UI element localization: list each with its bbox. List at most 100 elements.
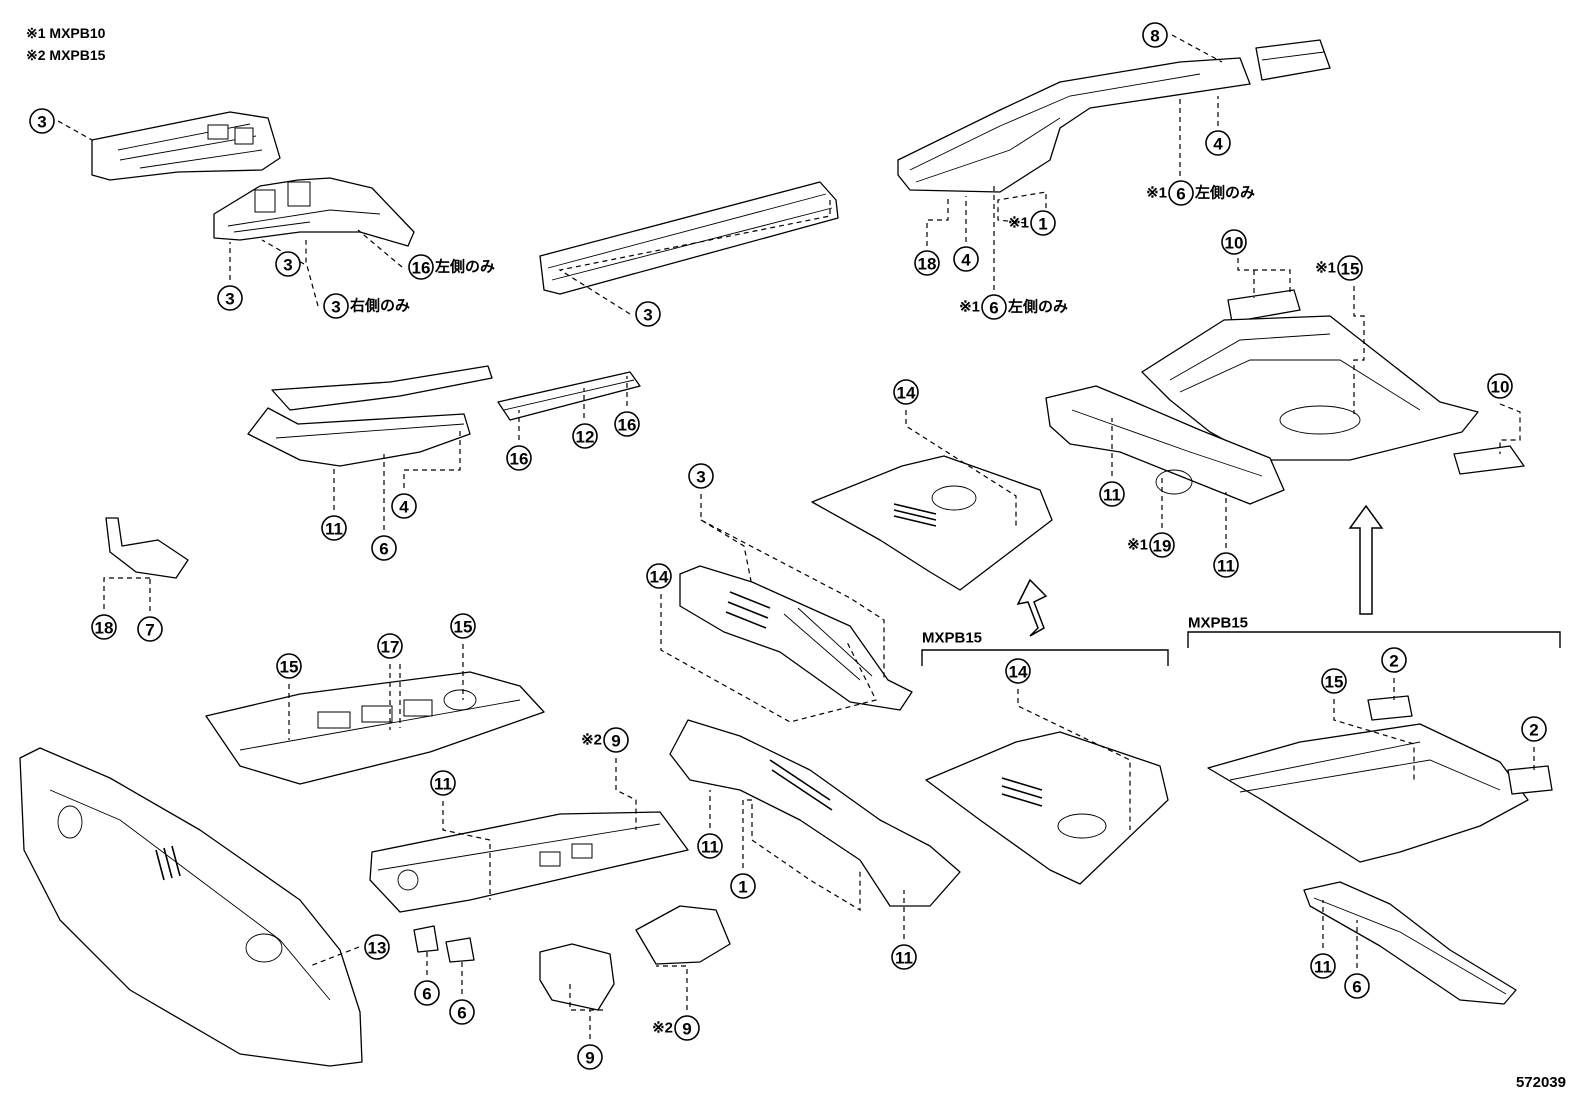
- callout-3: 3: [635, 301, 661, 327]
- figure-number: 572039: [1515, 1074, 1566, 1091]
- callout-number: 3: [696, 468, 705, 487]
- callout-circle: [217, 285, 243, 311]
- callout-4: 4: [391, 493, 417, 519]
- callout-circle: [697, 833, 723, 859]
- callout-number: 4: [961, 251, 971, 270]
- callout-16: 16: [614, 411, 640, 437]
- callout-number: 15: [1341, 260, 1360, 279]
- callout-suffix: 左側のみ: [1194, 184, 1255, 202]
- callout-circle: [981, 294, 1007, 320]
- variant-legend: ※1 MXPB10 ※2 MXPB15: [26, 22, 105, 66]
- callout-14: 14: [646, 563, 672, 589]
- callout-circle: [953, 246, 979, 272]
- callout-circle: [414, 980, 440, 1006]
- callout-circle: [1337, 255, 1363, 281]
- seat-bracket-right: [635, 905, 731, 965]
- callout-15: 15: [276, 653, 302, 679]
- callout-circle: [364, 934, 390, 960]
- callout-circle: [1149, 532, 1175, 558]
- callout-prefix: ※1: [1008, 215, 1029, 232]
- callout-11: 11: [1213, 552, 1239, 578]
- callout-number: 8: [1150, 27, 1159, 46]
- callout-number: 1: [738, 878, 747, 897]
- callout-number: 18: [918, 255, 937, 274]
- callout-17: 17: [377, 633, 403, 659]
- callout-circle: [323, 293, 349, 319]
- callout-circle: [276, 653, 302, 679]
- callout-11: 11: [321, 515, 347, 541]
- callout-13: 13: [364, 934, 390, 960]
- callout-6: 6: [1344, 973, 1370, 999]
- callout-number: 11: [701, 838, 719, 857]
- seat-bracket-center: [539, 943, 615, 1011]
- callout-number: 3: [331, 298, 340, 317]
- callout-number: 18: [95, 619, 114, 638]
- callout-8: 8: [1142, 22, 1168, 48]
- callout-circle: [914, 250, 940, 276]
- callout-circle: [1344, 973, 1370, 999]
- callout-18: 18: [91, 614, 117, 640]
- callout-number: 2: [1389, 652, 1398, 671]
- right-group-label: MXPB15: [1188, 615, 1248, 632]
- callout-number: 10: [1491, 378, 1510, 397]
- callout-number: 14: [650, 568, 669, 587]
- callout-2: 2: [1381, 647, 1407, 673]
- callout-11: 11: [697, 833, 723, 859]
- callout-number: 2: [1529, 721, 1538, 740]
- callout-circle: [137, 616, 163, 642]
- callout-number: 16: [510, 450, 529, 469]
- callout-7: 7: [137, 616, 163, 642]
- callout-number: 3: [283, 256, 292, 275]
- seat-bracket-left: [413, 925, 475, 963]
- callout-3: 3: [29, 108, 55, 134]
- callout-prefix: ※1: [1127, 537, 1148, 554]
- callout-number: 3: [37, 113, 46, 132]
- leader-lines: [57, 34, 1535, 1039]
- callout-number: 15: [280, 658, 299, 677]
- mid-group-label: MXPB15: [922, 630, 982, 647]
- callout-10: 10: [1487, 373, 1513, 399]
- front-floor-pan: [205, 671, 545, 785]
- callout-number: 6: [989, 299, 998, 318]
- callout-circle: [321, 515, 347, 541]
- callout-number: 11: [1314, 958, 1332, 977]
- front-side-member-lower: [213, 177, 415, 247]
- callout-circle: [1030, 210, 1056, 236]
- callout-number: 11: [1103, 486, 1121, 505]
- callout-prefix: ※1: [1146, 185, 1167, 202]
- callout-circle: [1005, 658, 1031, 684]
- bracket-lower: [1453, 445, 1525, 475]
- rear-cross-member: [1045, 385, 1285, 505]
- front-side-member-upper: [91, 111, 281, 181]
- callout-circle: [674, 1015, 700, 1041]
- callout-circle: [603, 727, 629, 753]
- callout-1: 1: [730, 873, 756, 899]
- callout-circle: [391, 493, 417, 519]
- callout-circle: [893, 379, 919, 405]
- callout-suffix: 右側のみ: [350, 297, 410, 315]
- callout-circle: [430, 770, 456, 796]
- callout-circle: [1381, 647, 1407, 673]
- callout-circle: [1521, 716, 1547, 742]
- callout-18: 18: [914, 250, 940, 276]
- callout-3: 3: [217, 285, 243, 311]
- callout-11: 11: [430, 770, 456, 796]
- callout-prefix: ※2: [581, 732, 602, 749]
- callout-circle: [1099, 481, 1125, 507]
- callout-number: 16: [412, 259, 431, 278]
- callout-number: 4: [399, 498, 409, 517]
- mxpb15-group-right: MXPB15: [1187, 504, 1561, 648]
- callout-number: 14: [1009, 663, 1028, 682]
- callout-12: 12: [572, 423, 598, 449]
- rocker-reinforcement: [497, 371, 641, 421]
- callout-circle: [1168, 180, 1194, 206]
- callout-circle: [29, 108, 55, 134]
- callout-9: 9: [577, 1044, 603, 1070]
- callout-circle: [408, 254, 434, 280]
